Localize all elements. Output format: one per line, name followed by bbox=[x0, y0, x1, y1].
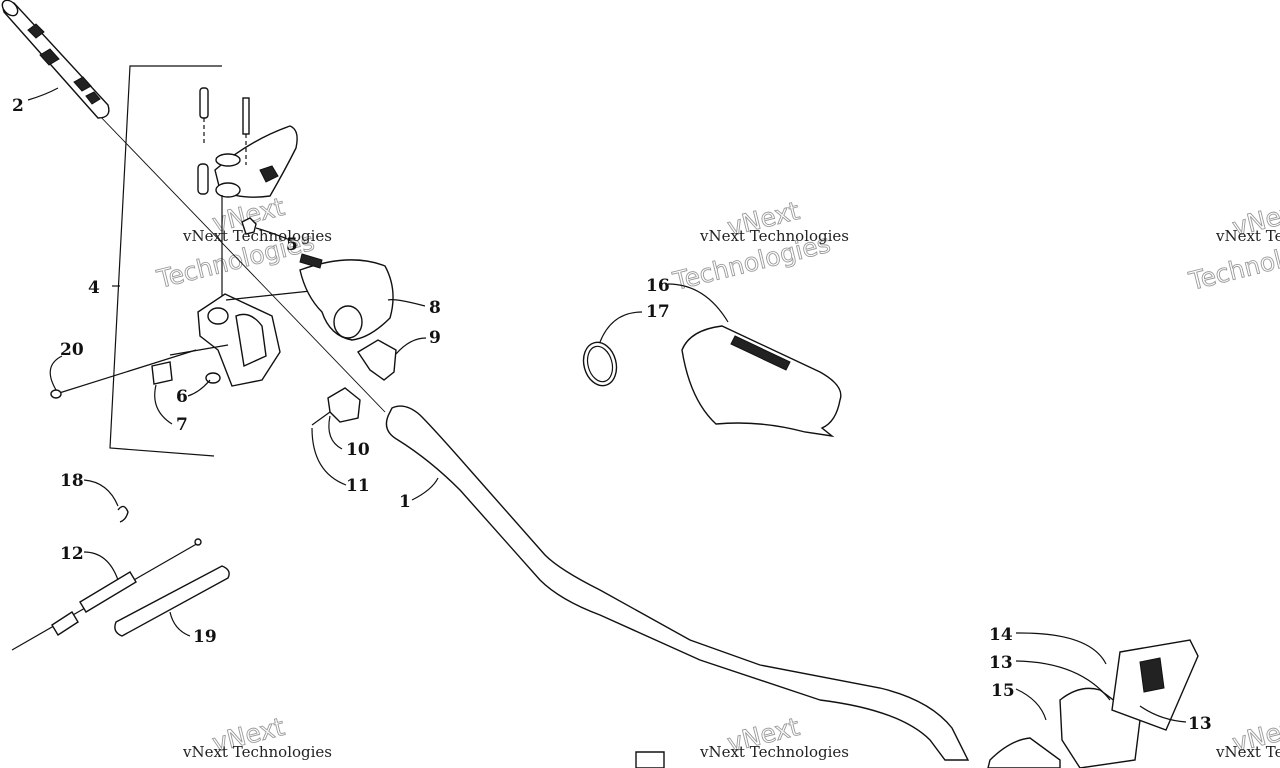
axis-line bbox=[95, 111, 386, 413]
callout-10: 10 bbox=[346, 440, 370, 460]
svg-text:vNext Technologies: vNext Technologies bbox=[182, 743, 332, 761]
handguard-part-16 bbox=[681, 325, 842, 438]
callout-8: 8 bbox=[429, 298, 441, 318]
callout-labels: 2 4 5 6 7 8 9 10 11 1 16 17 20 18 12 19 … bbox=[12, 96, 1212, 734]
grip-part bbox=[1, 0, 110, 119]
clip-part-5 bbox=[241, 217, 257, 235]
svg-text:vNext Technologies: vNext Technologies bbox=[182, 227, 332, 245]
cable-part-12 bbox=[11, 538, 202, 651]
leader-lines bbox=[27, 87, 1187, 723]
switch-part-9 bbox=[357, 339, 397, 381]
callout-12: 12 bbox=[60, 544, 84, 564]
callout-11: 11 bbox=[346, 476, 370, 496]
watermark-top-center: vNext Technologies vNext Technologies bbox=[669, 196, 849, 297]
screw-part-20 bbox=[50, 349, 197, 399]
callout-2: 2 bbox=[12, 96, 24, 116]
ring-part-17 bbox=[582, 341, 618, 387]
svg-text:vNext Technologies: vNext Technologies bbox=[699, 743, 849, 761]
watermark-top-right: vNext Technologies vNext Technologies bbox=[1185, 196, 1280, 297]
svg-text:vNext Technologies: vNext Technologies bbox=[1215, 227, 1280, 245]
watermark-bottom-right: vNext vNext Technologies bbox=[1215, 712, 1280, 761]
switch-housing-part-13 bbox=[987, 639, 1199, 768]
svg-text:vNext Technologies: vNext Technologies bbox=[699, 227, 849, 245]
callout-6: 6 bbox=[176, 387, 188, 407]
callout-16: 16 bbox=[646, 276, 670, 296]
callout-20: 20 bbox=[60, 340, 84, 360]
throttle-housing-part bbox=[169, 289, 321, 387]
callout-17: 17 bbox=[646, 302, 670, 322]
callout-19: 19 bbox=[193, 627, 217, 647]
callout-5: 5 bbox=[286, 235, 298, 255]
watermark-bottom-left: vNext vNext Technologies bbox=[182, 712, 332, 761]
throttle-lever-part bbox=[197, 87, 298, 300]
callout-15: 15 bbox=[991, 681, 1015, 701]
callout-14: 14 bbox=[989, 625, 1013, 645]
handlebar-part-1 bbox=[385, 405, 970, 761]
connector-part bbox=[635, 751, 665, 768]
callout-7: 7 bbox=[176, 415, 188, 435]
callout-9: 9 bbox=[429, 328, 441, 348]
callout-18: 18 bbox=[60, 471, 84, 491]
cover-part-8 bbox=[299, 253, 394, 341]
callout-13-b: 13 bbox=[1188, 714, 1212, 734]
clip-part-18 bbox=[117, 505, 129, 523]
clamp-part-10 bbox=[311, 387, 361, 426]
svg-text:vNext Technologies: vNext Technologies bbox=[1215, 743, 1280, 761]
plate-part-7 bbox=[151, 361, 173, 385]
callout-13-a: 13 bbox=[989, 653, 1013, 673]
sleeve-part-19 bbox=[114, 565, 230, 637]
watermark-bottom-center: vNext vNext Technologies bbox=[699, 712, 849, 761]
callout-4: 4 bbox=[88, 278, 100, 298]
callout-1: 1 bbox=[399, 492, 411, 512]
assembly-bracket bbox=[109, 65, 222, 457]
